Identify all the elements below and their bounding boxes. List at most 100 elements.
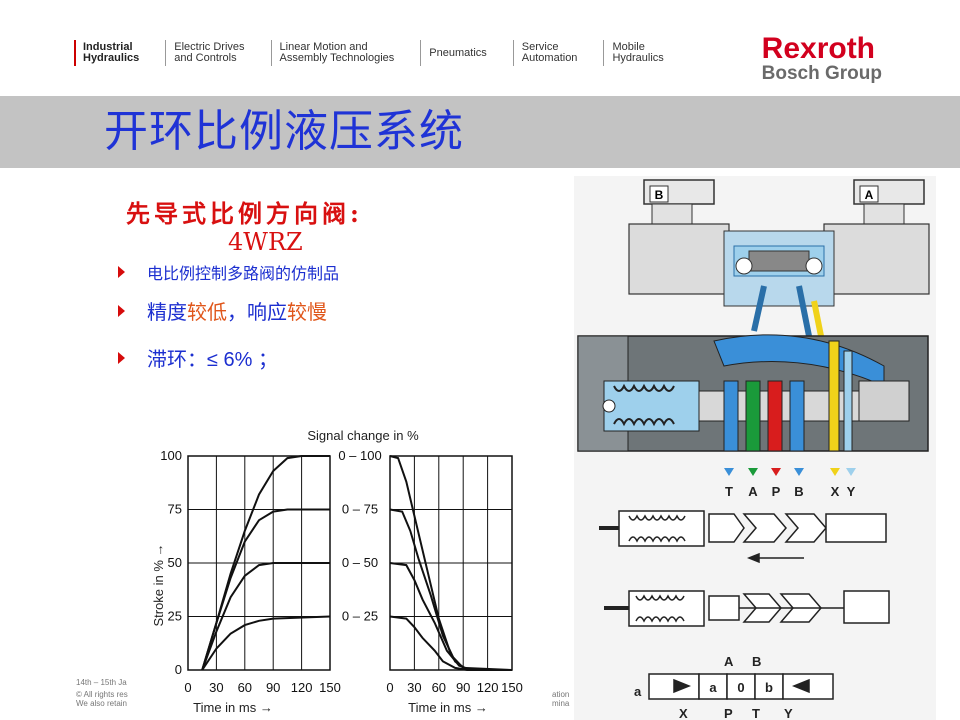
y-tick-label: 0	[175, 662, 182, 677]
spool-position-1	[599, 510, 887, 564]
bullet-1: 电比例控制多路阀的仿制品	[118, 260, 339, 284]
rise-series-line-1	[201, 508, 330, 671]
port-indicators	[724, 468, 856, 476]
bullet-2-part4: 较慢	[287, 302, 327, 324]
x-axis-label-left: Time in ms →	[193, 700, 273, 715]
x-tick-label: 60	[238, 680, 252, 695]
nav-label-line1: Linear Motion and	[279, 41, 368, 53]
bullet-2: 精度较低，响应较慢	[118, 296, 327, 325]
footer-right2: mina	[552, 699, 570, 708]
symbol-label-b-top: B	[752, 654, 761, 669]
x-tick-label: 120	[291, 680, 313, 695]
bullet-triangle-icon	[118, 304, 125, 317]
x-tick-label: 90	[266, 680, 280, 695]
y-tick-label: 100	[160, 448, 182, 463]
nav-label-line1: Mobile	[612, 41, 645, 53]
symbol-box-a: a	[709, 680, 717, 695]
nav-item-mobile-hydraulics[interactable]: Mobile Hydraulics	[603, 38, 664, 68]
bullet-triangle-icon	[118, 351, 125, 364]
connector-a: A	[853, 179, 925, 225]
footer-line1: 14th – 15th Ja	[76, 678, 127, 687]
rise-series-line-2	[201, 562, 330, 671]
title-band	[0, 96, 960, 168]
nav-label-line1: Industrial	[83, 41, 133, 53]
slide-title: 开环比例液压系统	[104, 106, 464, 157]
brand-name: Rexroth	[761, 32, 876, 65]
fall-series-line-2	[389, 562, 512, 671]
bullet-2-text: 精度较低，响应较慢	[147, 296, 327, 325]
top-navigation: Industrial Hydraulics Electric Drives an…	[74, 38, 690, 72]
symbol-label-t: T	[752, 706, 760, 720]
y-tick-label: 75	[168, 502, 182, 517]
x-tick-label: 150	[319, 680, 341, 695]
nav-item-industrial-hydraulics[interactable]: Industrial Hydraulics	[74, 38, 139, 68]
subtitle-line1: 先导式比例方向阀:	[126, 199, 363, 228]
x-tick-label: 0	[184, 680, 191, 695]
nav-label-line2: Automation	[521, 52, 578, 64]
port-row-p: P	[772, 484, 781, 499]
signal-label: 0 – 50	[342, 555, 378, 570]
rexroth-logo: Rexroth Bosch Group	[762, 34, 882, 84]
x-tick-label: 90	[456, 680, 470, 695]
x-tick-label: 150	[501, 680, 523, 695]
main-valve-body	[577, 334, 929, 452]
brand-group: Bosch Group	[761, 63, 882, 84]
chart-title: Signal change in %	[307, 428, 419, 443]
nav-label-line2: and Controls	[174, 52, 237, 64]
nav-item-electric-drives[interactable]: Electric Drives and Controls	[165, 38, 245, 68]
footer-line3: We also retain	[76, 699, 127, 708]
subtitle-line2: 4WRZ	[228, 228, 303, 256]
nav-label-line2: Pneumatics	[429, 46, 487, 59]
port-row-t: T	[725, 484, 733, 499]
signal-label: 0 – 25	[342, 609, 378, 624]
y-tick-label: 50	[168, 555, 182, 570]
symbol-side-label: a	[634, 684, 642, 699]
nav-label-line1: Service	[521, 41, 559, 53]
rise-series-line-3	[201, 615, 331, 671]
nav-label-line2: Assembly Technologies	[279, 52, 395, 64]
hydraulic-symbol: A B a 0 b a X P T Y	[634, 654, 834, 720]
footer-line2: © All rights res	[76, 690, 128, 699]
bullet-triangle-icon	[118, 266, 125, 278]
x-tick-label: 30	[407, 680, 421, 695]
bullet-1-text: 电比例控制多路阀的仿制品	[147, 266, 340, 283]
symbol-label-p: P	[724, 706, 733, 720]
port-a-label: A	[865, 188, 874, 202]
port-row-y: Y	[847, 484, 856, 499]
symbol-box-b: b	[765, 680, 773, 695]
bullet-2-part2: 较低	[187, 302, 227, 324]
nav-item-linear-motion[interactable]: Linear Motion and Assembly Technologies	[270, 38, 395, 68]
bullet-3: 滞环：≤ 6% ；	[118, 343, 278, 372]
pilot-valve	[628, 223, 930, 352]
footer-right1: ation	[552, 690, 570, 699]
x-tick-label: 60	[432, 680, 446, 695]
bullet-3-text: 滞环：≤ 6% ；	[147, 349, 278, 371]
valve-illustration: B A	[574, 176, 936, 720]
symbol-label-y: Y	[784, 706, 793, 720]
port-row-a: A	[748, 484, 758, 499]
x-tick-label: 30	[209, 680, 223, 695]
nav-label-line1: Electric Drives	[174, 41, 245, 53]
symbol-box-0: 0	[737, 680, 744, 695]
y-tick-label: 25	[168, 609, 182, 624]
signal-label: 0 – 75	[342, 502, 378, 517]
fall-series-line-3	[389, 615, 512, 671]
x-tick-label: 0	[386, 680, 393, 695]
port-b-label: B	[655, 188, 664, 202]
x-axis-label-right: Time in ms →	[408, 700, 488, 715]
step-response-chart: Signal change in % Stroke in % → Time in…	[148, 420, 548, 720]
symbol-label-x: X	[679, 706, 688, 720]
bullet-2-part3: ，响应	[227, 302, 287, 324]
nav-item-service-automation[interactable]: Service Automation	[512, 38, 578, 68]
y-axis-label: Stroke in % →	[151, 543, 166, 626]
spool-position-2	[604, 590, 890, 627]
port-row-x: X	[831, 484, 840, 499]
nav-item-pneumatics[interactable]: Pneumatics	[420, 38, 487, 68]
port-row-b: B	[794, 484, 803, 499]
bullet-2-part1: 精度	[147, 302, 187, 324]
symbol-label-a-top: A	[724, 654, 734, 669]
signal-label: 0 – 100	[338, 448, 381, 463]
x-tick-label: 120	[477, 680, 499, 695]
nav-label-line2: Hydraulics	[83, 52, 140, 64]
